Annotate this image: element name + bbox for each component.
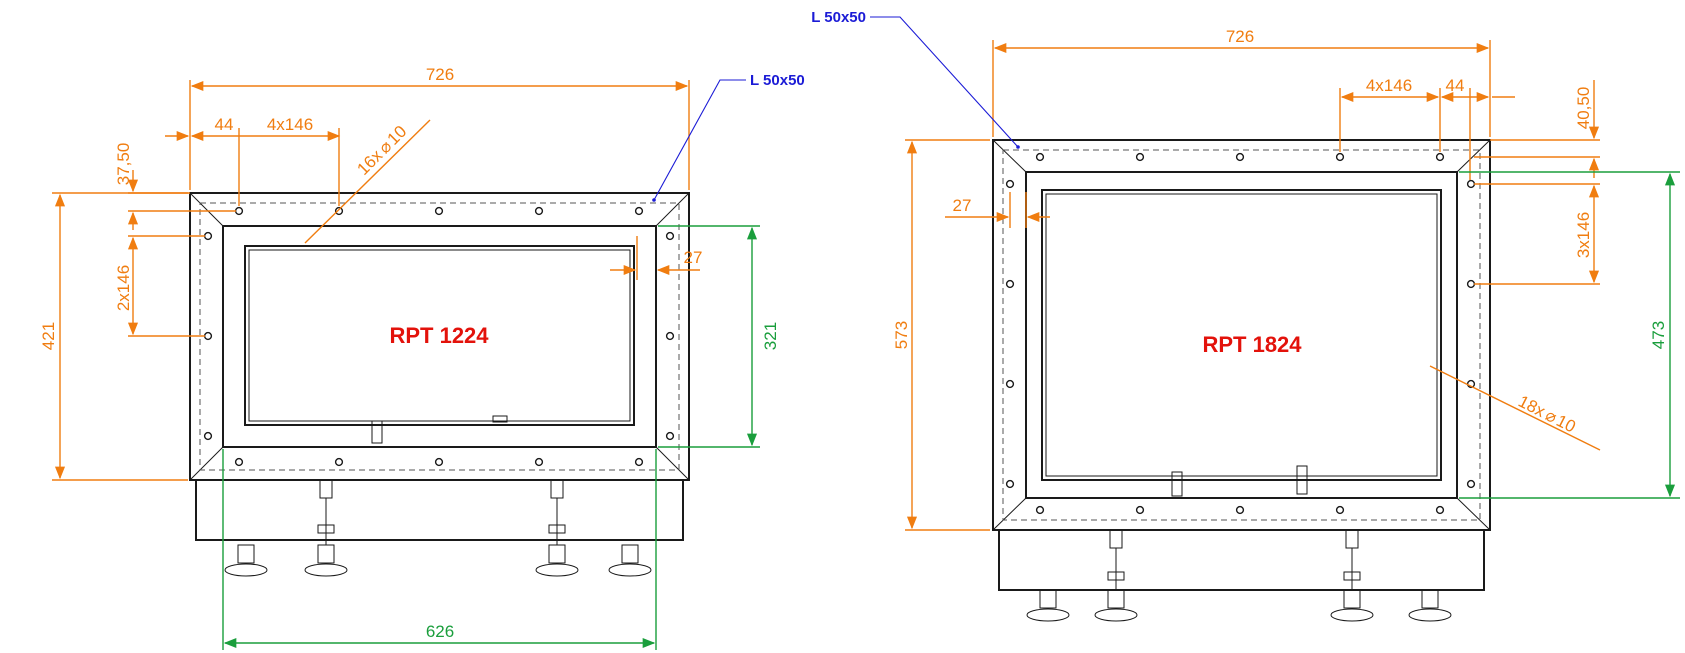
right-frame-dashed <box>1002 149 1481 521</box>
right-frame-inner <box>1025 171 1458 499</box>
left-bottom-holes <box>234 457 644 467</box>
right-feet <box>1026 529 1452 622</box>
left-miter-bl <box>189 446 224 481</box>
left-clip-1 <box>371 420 383 444</box>
right-profile-leader <box>870 16 1019 148</box>
right-top-pitch-label: 4x146 <box>1366 76 1412 95</box>
left-opening-inner <box>248 249 631 422</box>
left-box-body <box>195 479 684 541</box>
right-width-label: 726 <box>1226 27 1254 46</box>
left-profile-label: L 50x50 <box>750 72 805 89</box>
left-miter-tl <box>189 192 224 227</box>
left-inner-offset-label: 27 <box>684 248 703 267</box>
right-edge-label: 44 <box>1446 76 1465 95</box>
right-view: RPT 1824 726 4x146 44 40,50 3x146 573 <box>811 9 1680 622</box>
left-height-label: 421 <box>39 322 58 350</box>
left-inner-width-label: 626 <box>426 622 454 641</box>
left-feet <box>224 479 652 577</box>
right-hole-leader <box>1429 365 1601 451</box>
left-side-pitch-label: 2x146 <box>114 265 133 311</box>
right-opening-inner <box>1045 193 1438 477</box>
left-miter-tr <box>655 192 690 227</box>
right-inner-offset-label: 27 <box>953 196 972 215</box>
right-height-label: 573 <box>892 321 911 349</box>
right-top-holes <box>1035 152 1445 162</box>
left-frame-inner <box>222 225 657 448</box>
left-inner-height-label: 321 <box>761 322 780 350</box>
left-clip-2 <box>492 415 508 423</box>
left-top-holes <box>234 206 644 216</box>
left-edge-label: 44 <box>215 115 234 134</box>
right-holes-label: 18x⌀10 <box>1515 392 1579 437</box>
right-inner-height-label: 473 <box>1649 321 1668 349</box>
left-width-label: 726 <box>426 65 454 84</box>
right-profile-label: L 50x50 <box>811 9 866 26</box>
left-hole-leader <box>304 119 431 244</box>
right-bottom-holes <box>1035 505 1445 515</box>
right-box-body <box>998 529 1485 591</box>
left-top-offset-label: 37,50 <box>114 143 133 186</box>
left-frame-dashed <box>199 202 680 471</box>
left-miter-br <box>655 446 690 481</box>
right-model-label: RPT 1824 <box>1202 332 1302 357</box>
left-holes-label: 16x⌀10 <box>353 122 410 179</box>
right-side-pitch-label: 3x146 <box>1574 212 1593 258</box>
left-profile-leader <box>653 79 746 201</box>
left-model-label: RPT 1224 <box>389 323 489 348</box>
left-opening <box>244 245 635 426</box>
left-view: RPT 1224 726 44 4x146 16x⌀10 37,50 2x146 <box>39 65 805 650</box>
left-top-pitch-label: 4x146 <box>267 115 313 134</box>
right-opening <box>1041 189 1442 481</box>
right-top-offset-label: 40,50 <box>1574 87 1593 130</box>
